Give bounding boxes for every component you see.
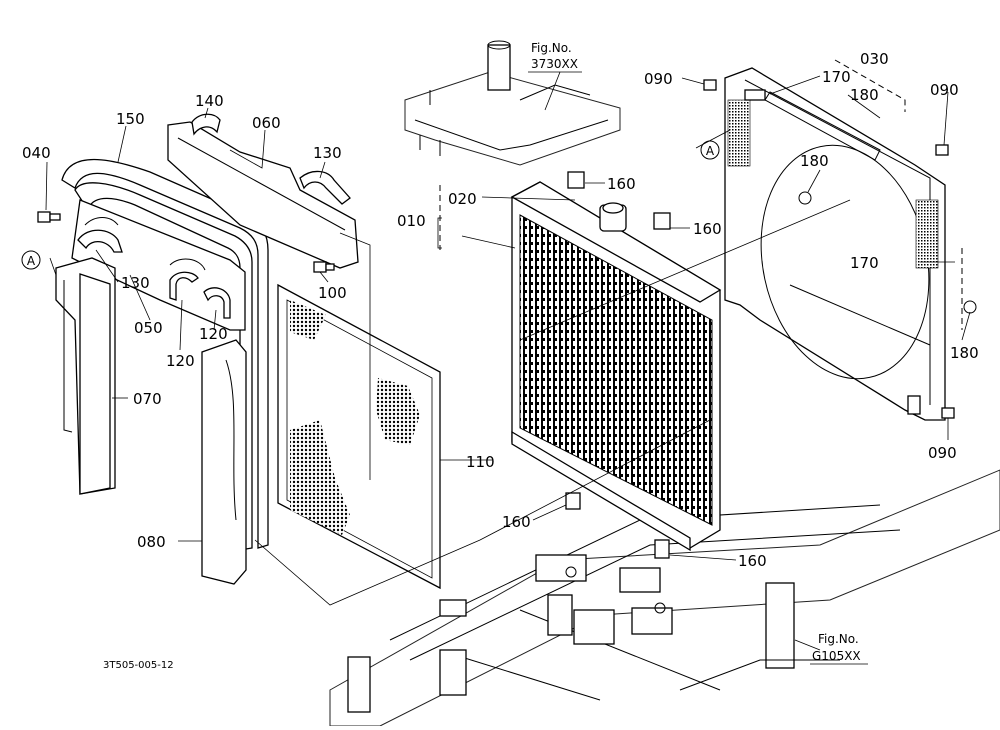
bolt-100: [313, 261, 335, 273]
bolt-090-right: [935, 144, 949, 156]
callout-140: 140: [195, 92, 224, 110]
callout-160-bottom-left: 160: [502, 513, 531, 531]
ref-bottom-label: Fig.No.: [818, 632, 859, 646]
view-marker-left-label: A: [27, 254, 36, 268]
callout-090-bottom: 090: [928, 444, 957, 462]
callout-070: 070: [133, 390, 162, 408]
callout-120-right: 120: [199, 325, 228, 343]
callout-110: 110: [466, 453, 495, 471]
callout-180-top: 180: [850, 86, 879, 104]
callout-180-bottom: 180: [950, 344, 979, 362]
ref-bottom-number: G105XX: [812, 649, 861, 663]
callout-160-bottom-right: 160: [738, 552, 767, 570]
cover-060: [167, 121, 359, 269]
callout-050: 050: [134, 319, 163, 337]
radiator: [510, 171, 722, 559]
leader-lines: [45, 59, 971, 651]
callout-090-top: 090: [644, 70, 673, 88]
chassis-frame: [329, 469, 1000, 727]
view-marker-right-label: A: [706, 144, 715, 158]
callout-160-top: 160: [607, 175, 636, 193]
callout-080: 080: [137, 533, 166, 551]
ref-top: Fig.No. 3730XX: [528, 41, 582, 73]
small-parts: [37, 79, 955, 419]
ref-top-number: 3730XX: [531, 57, 578, 71]
callout-030: 030: [860, 50, 889, 68]
callout-180-mid: 180: [800, 152, 829, 170]
fan-shroud: [724, 67, 977, 421]
callouts: 040 150 140 060 130 130 050 120 120 100 …: [22, 50, 979, 570]
callout-170-right: 170: [850, 254, 879, 272]
callout-100: 100: [318, 284, 347, 302]
bolt-090-top: [703, 79, 717, 91]
radiator-bracket: [404, 40, 621, 166]
diagram-code: 3T505-005-12: [103, 660, 174, 671]
callout-130-left: 130: [121, 274, 150, 292]
callout-150: 150: [116, 110, 145, 128]
callout-020: 020: [448, 190, 477, 208]
view-marker-right: A: [700, 140, 720, 160]
callout-160-right: 160: [693, 220, 722, 238]
callout-090-right: 090: [930, 81, 959, 99]
side-panel-080: [201, 339, 247, 585]
bolt-040: [37, 211, 61, 223]
ref-top-label: Fig.No.: [531, 41, 572, 55]
side-panel-070: [55, 257, 116, 495]
ref-bottom: Fig.No. G105XX: [810, 632, 868, 665]
callout-130-top: 130: [313, 144, 342, 162]
bolt-090-bottom: [941, 407, 955, 419]
callout-040: 040: [22, 144, 51, 162]
callout-170-top: 170: [822, 68, 851, 86]
screen-frame: [277, 283, 441, 590]
callout-060: 060: [252, 114, 281, 132]
callout-010: 010: [397, 212, 426, 230]
view-marker-left: A: [21, 250, 41, 270]
callout-120-left: 120: [166, 352, 195, 370]
